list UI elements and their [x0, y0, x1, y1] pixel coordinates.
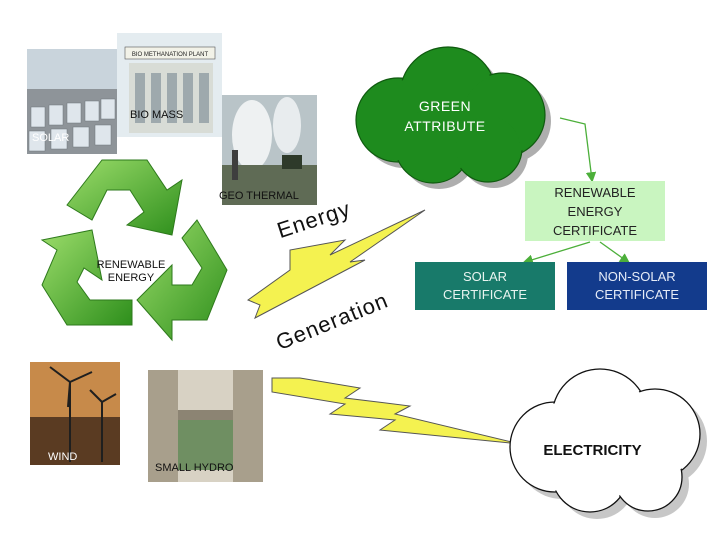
- geothermal-photo: [222, 95, 317, 205]
- recycle-symbol: [40, 159, 228, 342]
- recycle-arrow-top: [66, 159, 183, 236]
- solar-certificate-box: SOLAR CERTIFICATE: [415, 262, 555, 310]
- lower-lightning-bolt: [271, 377, 521, 445]
- rec-to-nonsolar-line: [599, 241, 631, 264]
- small-hydro-photo: [148, 370, 263, 482]
- electricity-label: ELECTRICITY: [543, 442, 642, 459]
- electricity-cloud: [509, 368, 707, 519]
- biomass-photo: BIO METHANATION PLANT: [117, 33, 222, 137]
- non-solar-certificate-box: NON-SOLAR CERTIFICATE: [567, 262, 707, 310]
- wind-label: WIND: [48, 451, 78, 463]
- small-hydro-label: SMALL HYDRO: [155, 462, 234, 474]
- cloud-to-rec-line: [559, 117, 597, 183]
- solar-label: SOLAR: [32, 132, 70, 144]
- upper-lightning-bolt: [246, 209, 426, 320]
- green-attribute-cloud: [355, 46, 551, 189]
- geothermal-label: GEO THERMAL: [219, 190, 299, 202]
- rec-box: RENEWABLE ENERGY CERTIFICATE: [525, 181, 665, 241]
- biomass-sign-text: BIO METHANATION PLANT: [132, 52, 209, 58]
- solar-photo: [27, 49, 117, 154]
- recycle-arrow-right: [136, 219, 228, 342]
- recycle-arrow-left: [40, 229, 133, 326]
- wind-photo: [30, 362, 120, 465]
- rec-to-solar-line: [522, 241, 591, 265]
- green-attribute-label: GREEN ATTRIBUTE: [404, 98, 486, 134]
- renewable-energy-label: RENEWABLE ENERGY: [96, 259, 166, 284]
- biomass-label: BIO MASS: [130, 109, 184, 121]
